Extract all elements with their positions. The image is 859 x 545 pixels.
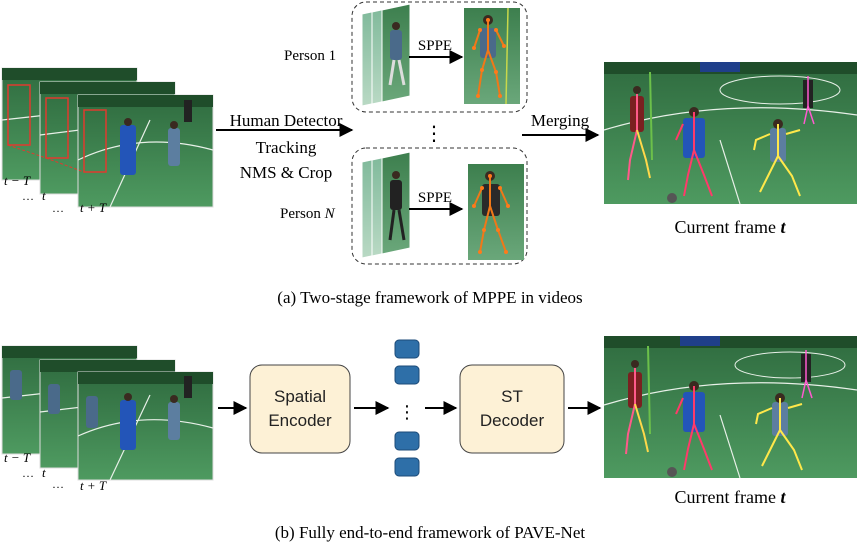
sppe-label-1: SPPE [418, 38, 452, 54]
detector-line-1: Human Detector [230, 111, 343, 130]
person-1-label: Person 1 [284, 48, 336, 64]
person-n-label: Person N [280, 206, 336, 222]
caption-b: (b) Fully end-to-end framework of PAVE-N… [275, 523, 585, 542]
person-n-box [351, 147, 528, 265]
st-decoder-line-2: Decoder [480, 411, 545, 430]
sppe-label-n: SPPE [418, 190, 452, 206]
spatial-encoder-line-2: Encoder [268, 411, 332, 430]
person-n-pose [468, 164, 524, 260]
detector-line-3: NMS & Crop [240, 163, 333, 182]
spatial-encoder-line-1: Spatial [274, 387, 326, 406]
person-1-pose [464, 7, 520, 105]
input-frames-a [1, 67, 214, 208]
input-frames-b [1, 345, 214, 481]
feature-tokens [394, 339, 420, 477]
ellipsis: … [22, 189, 34, 203]
video-frame-icon [77, 94, 214, 208]
output-caption-a: Current frame t [675, 217, 787, 237]
st-decoder-line-1: ST [501, 387, 523, 406]
time-label-t: t [42, 188, 46, 203]
merging-label: Merging [531, 111, 590, 130]
feature-token-icon [394, 365, 420, 385]
person-1-box [351, 1, 528, 113]
detector-line-2: Tracking [256, 138, 317, 157]
st-decoder-box [459, 364, 565, 454]
feature-token-icon [394, 457, 420, 477]
output-caption-b: Current frame t [675, 487, 787, 507]
time-label-t: t [42, 465, 46, 480]
ellipsis: … [52, 477, 64, 491]
ellipsis: … [52, 201, 64, 215]
feature-token-icon [394, 339, 420, 359]
output-frame-a [603, 62, 858, 205]
feature-token-icon [394, 431, 420, 451]
time-label-t-minus-T: t − T [4, 450, 31, 465]
ellipsis: … [22, 466, 34, 480]
time-label-t-plus-T: t + T [80, 200, 107, 215]
video-frame-icon [77, 371, 214, 481]
time-label-t-plus-T: t + T [80, 478, 107, 493]
person-1-crops [361, 3, 411, 107]
time-label-t-minus-T: t − T [4, 173, 31, 188]
output-frame-b [603, 336, 858, 479]
caption-a: (a) Two-stage framework of MPPE in video… [277, 288, 582, 307]
person-n-crops [361, 151, 411, 259]
vertical-dots: ⋮ [424, 121, 444, 145]
spatial-encoder-box [249, 364, 351, 454]
vertical-dots: ⋮ [398, 402, 416, 423]
